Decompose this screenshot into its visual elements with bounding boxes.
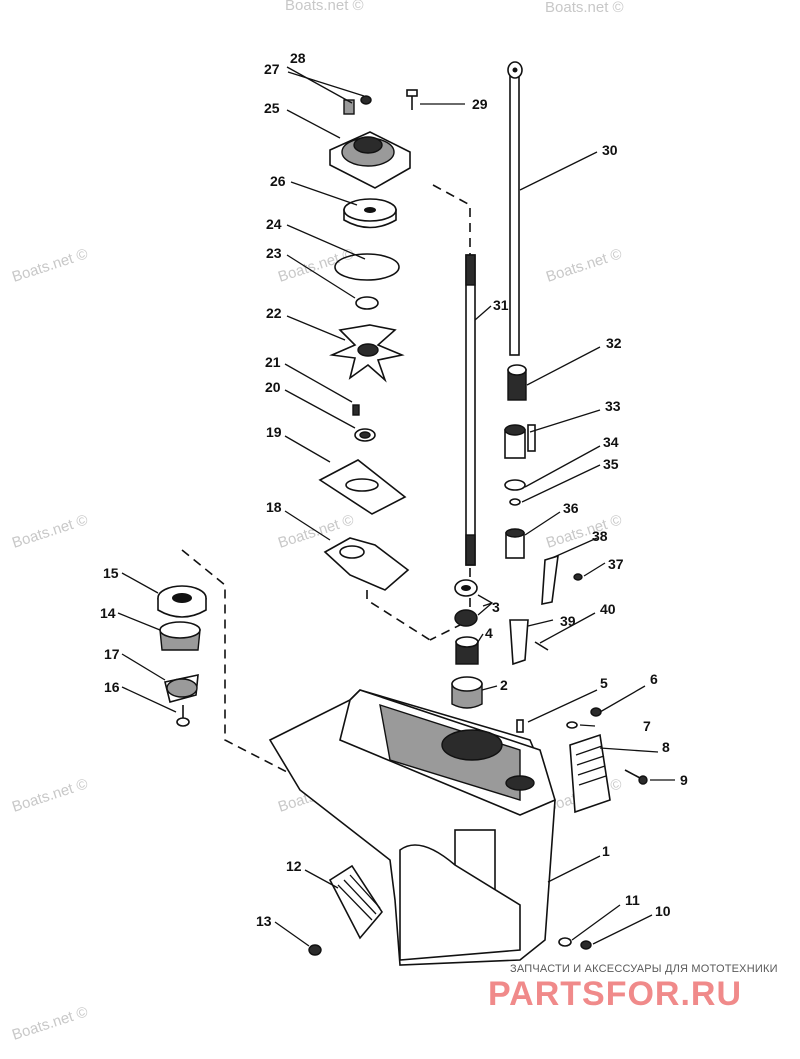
watermark: Boats.net © — [276, 245, 356, 285]
callout-40: 40 — [600, 601, 616, 617]
callout-3: 3 — [492, 599, 500, 615]
bearing-14 — [159, 621, 201, 651]
screw-6 — [590, 707, 602, 717]
callout-34: 34 — [603, 434, 619, 450]
callout-5: 5 — [600, 675, 608, 691]
callout-15: 15 — [103, 565, 119, 581]
bracket-38 — [541, 554, 559, 605]
gearcase-housing — [268, 689, 556, 966]
bearing-cup-15 — [157, 585, 207, 618]
callout-32: 32 — [606, 335, 622, 351]
callout-20: 20 — [265, 379, 281, 395]
assembly-guide-line — [429, 184, 471, 641]
bearing-3 — [454, 579, 478, 627]
callout-22: 22 — [266, 305, 282, 321]
brand-tagline: ЗАПЧАСТИ И АКСЕССУАРЫ ДЛЯ МОТОТЕХНИКИ — [510, 963, 778, 975]
callout-19: 19 — [266, 424, 282, 440]
callout-29: 29 — [472, 96, 488, 112]
callout-30: 30 — [602, 142, 618, 158]
callout-23: 23 — [266, 245, 282, 261]
callout-7: 7 — [643, 718, 651, 734]
o-ring-34 — [504, 479, 526, 491]
callout-8: 8 — [662, 739, 670, 755]
callout-25: 25 — [264, 100, 280, 116]
anode-12 — [328, 864, 383, 940]
callout-39: 39 — [560, 613, 576, 629]
watermark: Boats.net © — [10, 775, 90, 815]
callout-4: 4 — [485, 625, 493, 641]
callout-14: 14 — [100, 605, 116, 621]
washer-11 — [558, 937, 572, 947]
bearing-4 — [455, 636, 479, 665]
callout-28: 28 — [290, 50, 306, 66]
callout-labels: 1 2 3 4 5 6 7 8 9 10 11 12 13 14 15 16 1… — [100, 50, 688, 929]
callout-21: 21 — [265, 354, 281, 370]
watermark: Boats.net © — [10, 245, 90, 285]
callout-26: 26 — [270, 173, 286, 189]
watermark: Boats.net © — [545, 0, 624, 16]
pin-5 — [516, 719, 524, 733]
callout-2: 2 — [500, 677, 508, 693]
o-ring-35 — [509, 498, 521, 506]
callout-37: 37 — [608, 556, 624, 572]
shift-cam-39 — [509, 619, 529, 666]
screw-9 — [624, 769, 648, 785]
assembly-guide-line — [366, 590, 431, 641]
callout-13: 13 — [256, 913, 272, 929]
o-ring-23 — [334, 253, 400, 281]
key-21 — [352, 404, 360, 416]
screw-29 — [406, 89, 418, 110]
nut-16 — [176, 705, 190, 727]
seal-24 — [355, 296, 379, 310]
callout-16: 16 — [104, 679, 120, 695]
washer-7 — [566, 721, 578, 729]
callout-27: 27 — [264, 61, 280, 77]
plate-19 — [318, 459, 407, 515]
watermark: Boats.net © — [10, 1003, 90, 1043]
callout-11: 11 — [625, 892, 640, 908]
callout-35: 35 — [603, 456, 619, 472]
gasket-20 — [354, 428, 376, 442]
screw-37 — [573, 573, 583, 581]
washer-28 — [360, 95, 372, 105]
callout-38: 38 — [592, 528, 608, 544]
pinion-gear-17 — [164, 673, 199, 703]
callout-12: 12 — [286, 858, 302, 874]
callout-31: 31 — [493, 297, 509, 313]
brand-logo[interactable]: PARTSFOR.RU — [488, 975, 743, 1013]
pump-cover — [329, 131, 411, 189]
callout-6: 6 — [650, 671, 658, 687]
drive-shaft — [465, 254, 476, 566]
screw-27 — [343, 99, 355, 115]
callout-9: 9 — [680, 772, 688, 788]
gasket-18 — [323, 537, 410, 591]
watermark: Boats.net © — [544, 511, 624, 551]
watermark: Boats.net © — [10, 511, 90, 551]
callout-1: 1 — [602, 843, 610, 859]
pin-40 — [534, 641, 549, 651]
watermark: Boats.net © — [544, 245, 624, 285]
shift-rod — [507, 61, 523, 356]
shift-lever-33 — [504, 424, 536, 459]
bushing-36 — [505, 528, 525, 559]
watermark: Boats.net © — [285, 0, 364, 14]
impeller — [329, 324, 405, 383]
leader-lines — [117, 66, 675, 947]
screw-10 — [580, 940, 592, 950]
bearing-2 — [451, 676, 483, 709]
callout-24: 24 — [266, 216, 282, 232]
callout-17: 17 — [104, 646, 120, 662]
callout-33: 33 — [605, 398, 621, 414]
callout-10: 10 — [655, 903, 671, 919]
shift-coupling-32 — [507, 364, 527, 401]
callout-36: 36 — [563, 500, 579, 516]
callout-18: 18 — [266, 499, 282, 515]
nut-13 — [308, 944, 322, 956]
water-inlet-screen-8 — [569, 733, 611, 814]
